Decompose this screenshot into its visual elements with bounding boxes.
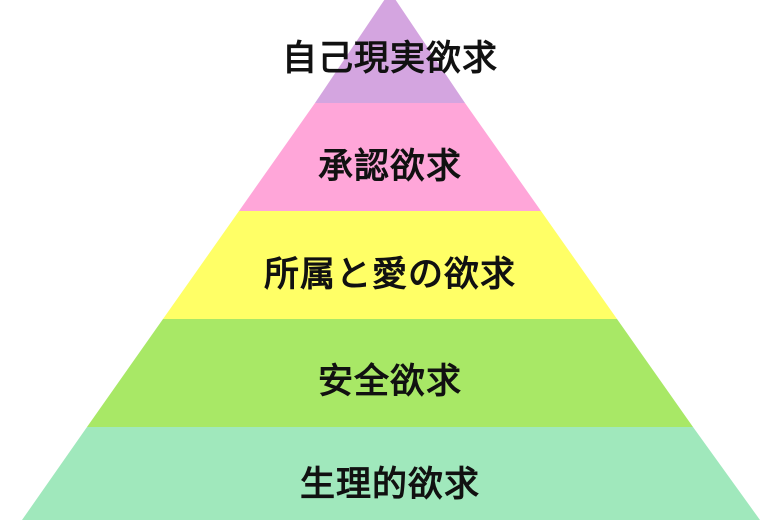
layer-label-safety: 安全欲求 xyxy=(317,362,462,402)
layer-self-actualization-shape xyxy=(315,0,465,103)
layer-belonging-shape xyxy=(163,211,617,319)
layer-label-belonging: 所属と愛の欲求 xyxy=(263,255,516,295)
layer-label-esteem: 承認欲求 xyxy=(317,147,462,187)
layer-safety-shape xyxy=(87,319,693,427)
layer-label-self-actualization: 自己現実欲求 xyxy=(281,39,498,79)
layer-physiological-shape xyxy=(22,427,760,520)
layer-esteem-shape xyxy=(239,103,541,211)
layer-label-physiological: 生理的欲求 xyxy=(299,465,480,505)
